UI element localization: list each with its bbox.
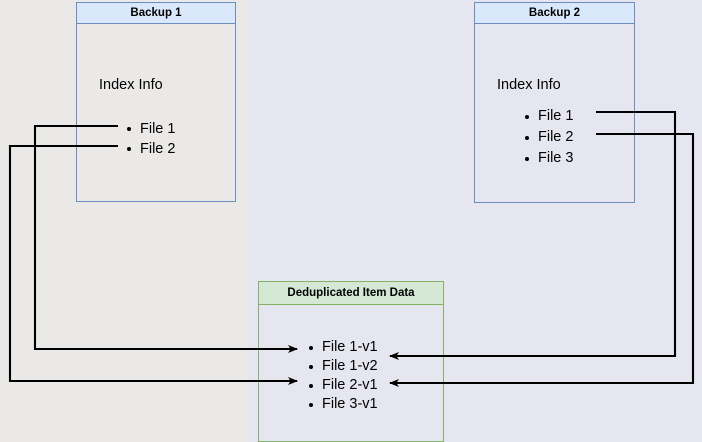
backup-2-index-info-label: Index Info [497, 77, 561, 93]
node-backup-2-body: Index Info File 1 File 2 File 3 [474, 24, 635, 203]
node-deduplicated-item-data-title: Deduplicated Item Data [258, 281, 444, 305]
list-item[interactable]: File 3 [523, 148, 573, 169]
node-backup-2-title: Backup 2 [474, 2, 635, 24]
node-backup-1[interactable]: Backup 1 Index Info File 1 File 2 [76, 2, 236, 202]
list-item[interactable]: File 1 [523, 106, 573, 127]
backup-2-file-list: File 1 File 2 File 3 [523, 106, 573, 169]
node-deduplicated-item-data-body: File 1-v1 File 1-v2 File 2-v1 File 3-v1 [258, 305, 444, 442]
node-backup-1-title: Backup 1 [76, 2, 236, 24]
list-item[interactable]: File 3-v1 [307, 395, 378, 414]
backup-1-file-list: File 1 File 2 [125, 119, 175, 159]
backup-1-index-info-label: Index Info [99, 77, 163, 93]
list-item[interactable]: File 2 [523, 127, 573, 148]
list-item[interactable]: File 2 [125, 139, 175, 159]
list-item[interactable]: File 1-v1 [307, 338, 378, 357]
list-item[interactable]: File 1-v2 [307, 357, 378, 376]
node-backup-2[interactable]: Backup 2 Index Info File 1 File 2 File 3 [474, 2, 635, 203]
dedup-file-list: File 1-v1 File 1-v2 File 2-v1 File 3-v1 [307, 338, 378, 414]
node-deduplicated-item-data[interactable]: Deduplicated Item Data File 1-v1 File 1-… [258, 281, 444, 442]
list-item[interactable]: File 2-v1 [307, 376, 378, 395]
node-backup-1-body: Index Info File 1 File 2 [76, 24, 236, 202]
list-item[interactable]: File 1 [125, 119, 175, 139]
